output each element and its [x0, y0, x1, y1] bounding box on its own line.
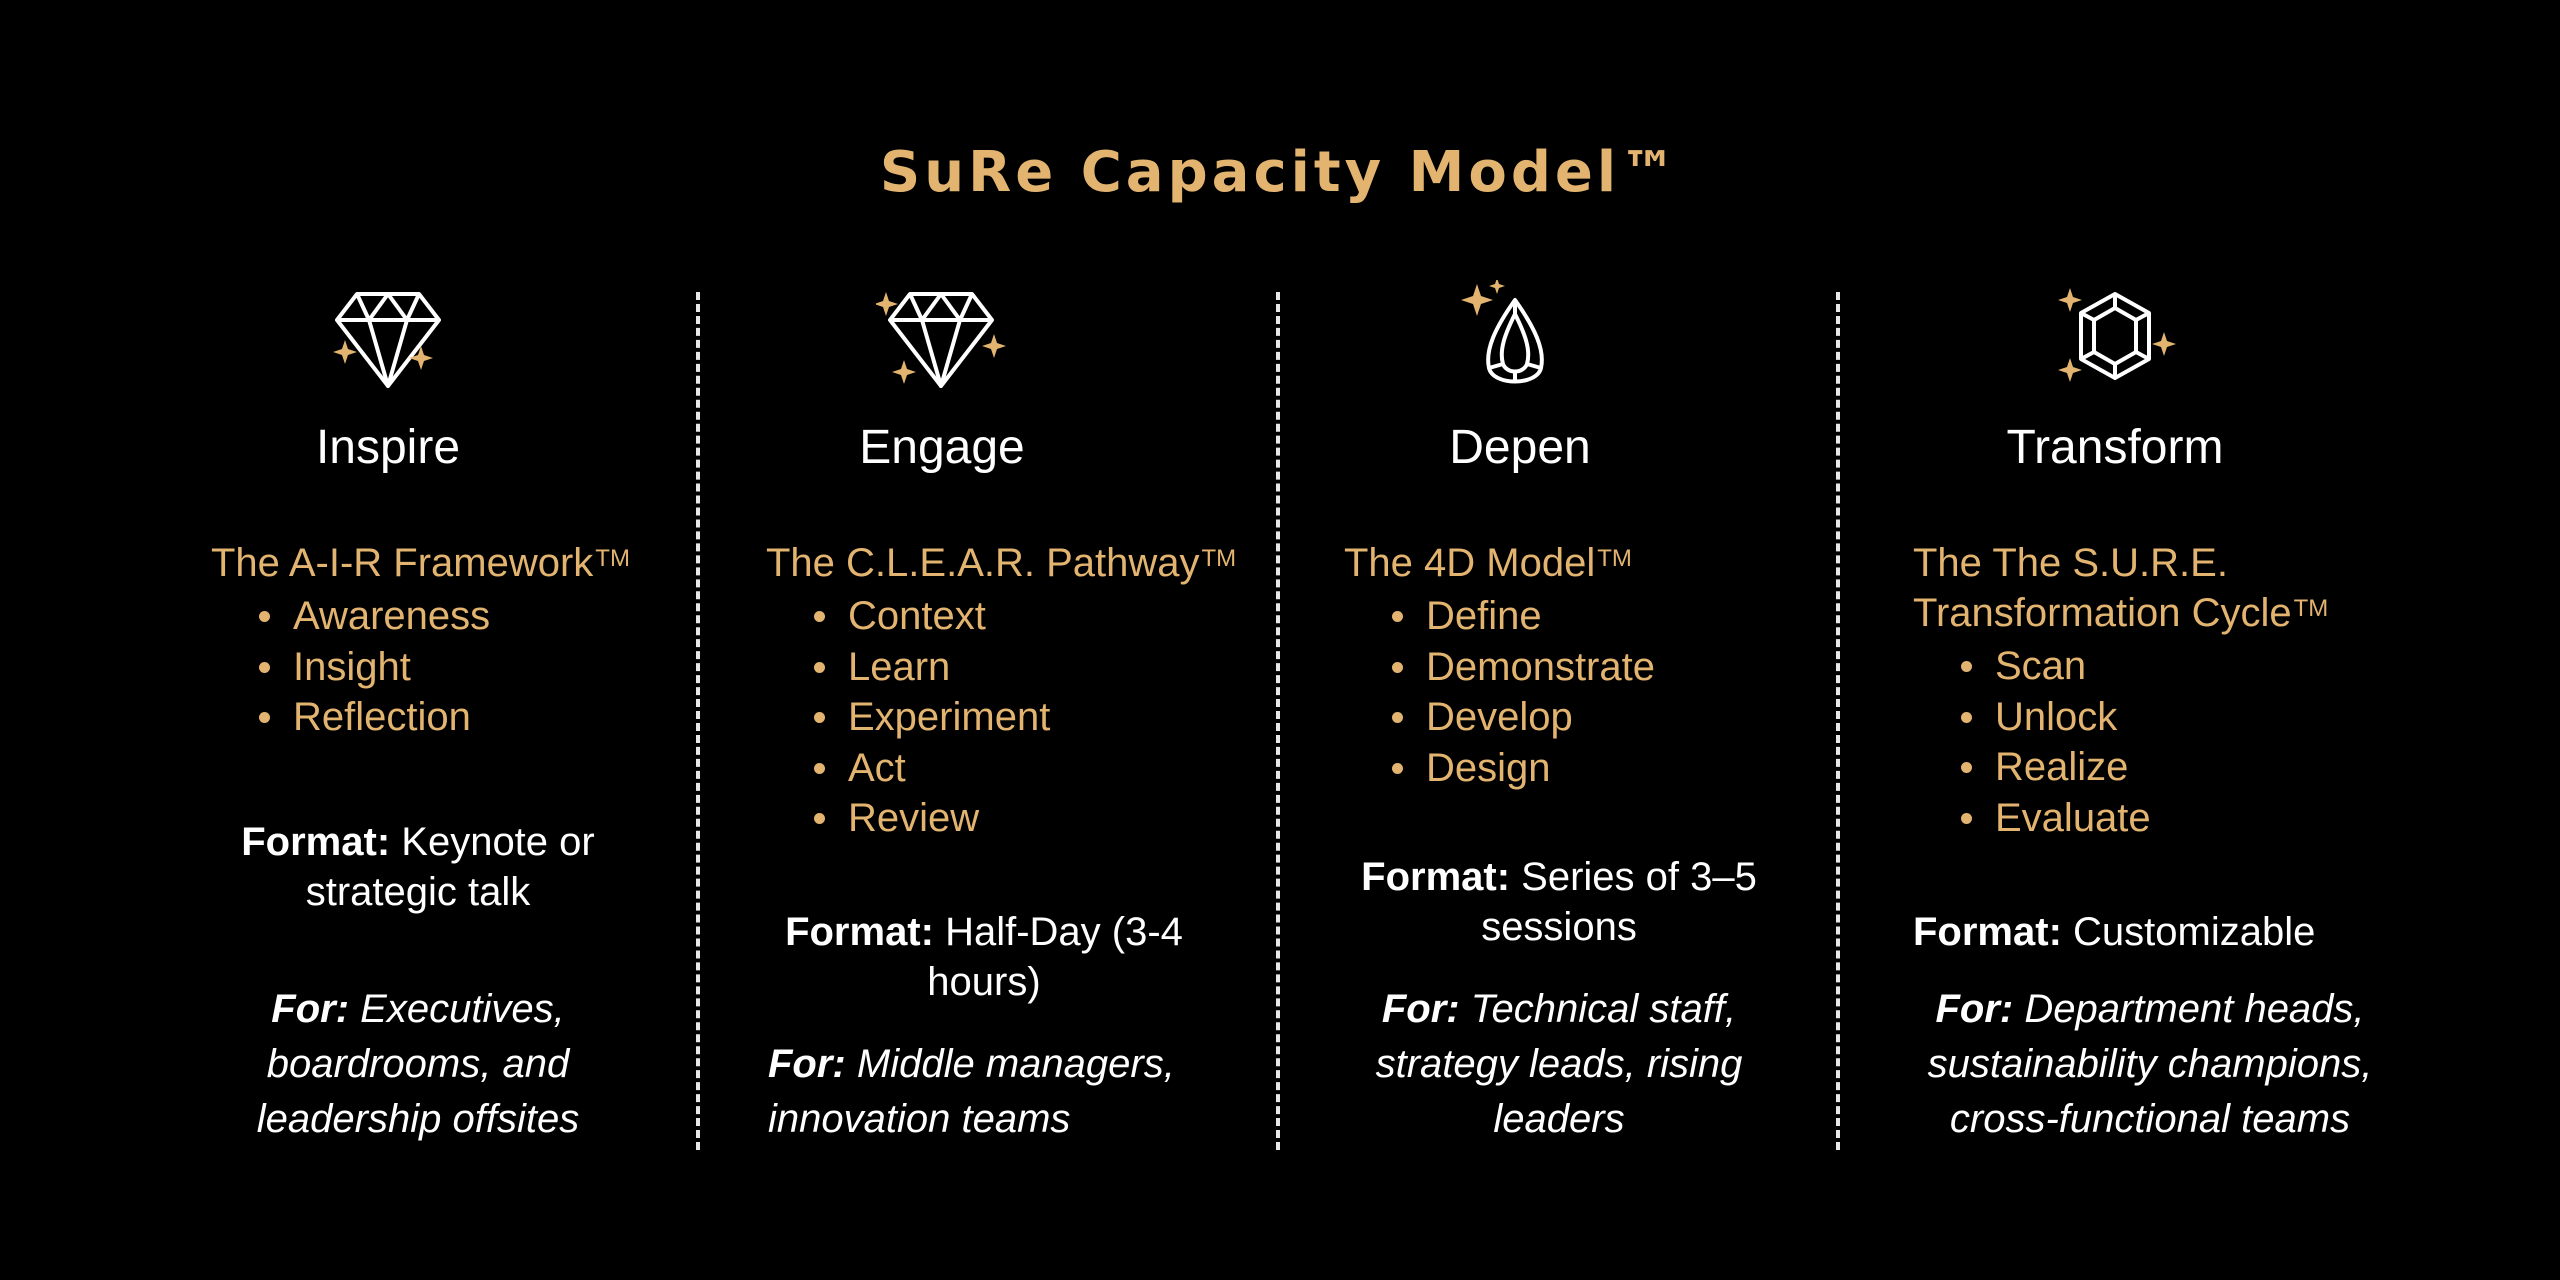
- trademark-mark: TM: [1597, 545, 1632, 572]
- framework-title: The A-I-R FrameworkTM: [211, 541, 630, 585]
- page-title: SuRe Capacity Model™: [879, 140, 1681, 205]
- list-item: Insight: [253, 642, 490, 693]
- framework-steps: Scan Unlock Realize Evaluate: [1955, 641, 2151, 843]
- list-item: Demonstrate: [1386, 642, 1655, 693]
- diamond-sparkle-icon: [876, 292, 1006, 388]
- hexagon-gem-icon: [2058, 288, 2176, 382]
- framework-steps: Awareness Insight Reflection: [253, 591, 490, 743]
- list-item: Evaluate: [1955, 793, 2151, 844]
- list-item: Define: [1386, 591, 1655, 642]
- list-item: Develop: [1386, 692, 1655, 743]
- format-text: Format: Series of 3–5 sessions: [1361, 855, 1757, 949]
- audience-text: For: Department heads, sustainability ch…: [1927, 987, 2373, 1141]
- column-heading: Depen: [1449, 421, 1591, 474]
- list-item: Scan: [1955, 641, 2151, 692]
- list-item: Review: [808, 793, 1050, 844]
- framework-steps: Context Learn Experiment Act Review: [808, 591, 1050, 844]
- trademark-mark: TM: [595, 545, 630, 572]
- framework-title: The 4D ModelTM: [1344, 541, 1632, 585]
- list-item: Unlock: [1955, 692, 2151, 743]
- list-item: Design: [1386, 743, 1655, 794]
- column-heading: Engage: [859, 421, 1025, 474]
- list-item: Experiment: [808, 692, 1050, 743]
- format-text: Format: Half-Day (3-4 hours): [785, 910, 1183, 1004]
- diamond-sparkle-icon: [333, 292, 453, 388]
- list-item: Awareness: [253, 591, 490, 642]
- column-divider: [696, 292, 700, 1150]
- column-divider: [1836, 292, 1840, 1150]
- list-item: Reflection: [253, 692, 490, 743]
- audience-text: For: Technical staff, strategy leads, ri…: [1375, 987, 1743, 1141]
- audience-text: For: Executives, boardrooms, and leaders…: [256, 987, 580, 1141]
- framework-title: The The S.U.R.E. Transformation CycleTM: [1913, 541, 2329, 635]
- format-text: Format: Keynote or strategic talk: [241, 820, 595, 914]
- trademark-mark: TM: [1201, 545, 1237, 572]
- format-text: Format: Customizable: [1913, 910, 2316, 954]
- trademark-mark: TM: [2293, 595, 2329, 622]
- list-item: Act: [808, 743, 1050, 794]
- audience-text: For: Middle managers, innovation teams: [768, 1042, 1175, 1141]
- column-divider: [1276, 292, 1280, 1150]
- list-item: Learn: [808, 642, 1050, 693]
- column-heading: Transform: [2006, 421, 2224, 474]
- column-heading: Inspire: [315, 421, 461, 474]
- list-item: Realize: [1955, 742, 2151, 793]
- framework-steps: Define Demonstrate Develop Design: [1386, 591, 1655, 793]
- framework-title: The C.L.E.A.R. PathwayTM: [766, 541, 1237, 585]
- list-item: Context: [808, 591, 1050, 642]
- teardrop-gem-icon: [1461, 280, 1585, 400]
